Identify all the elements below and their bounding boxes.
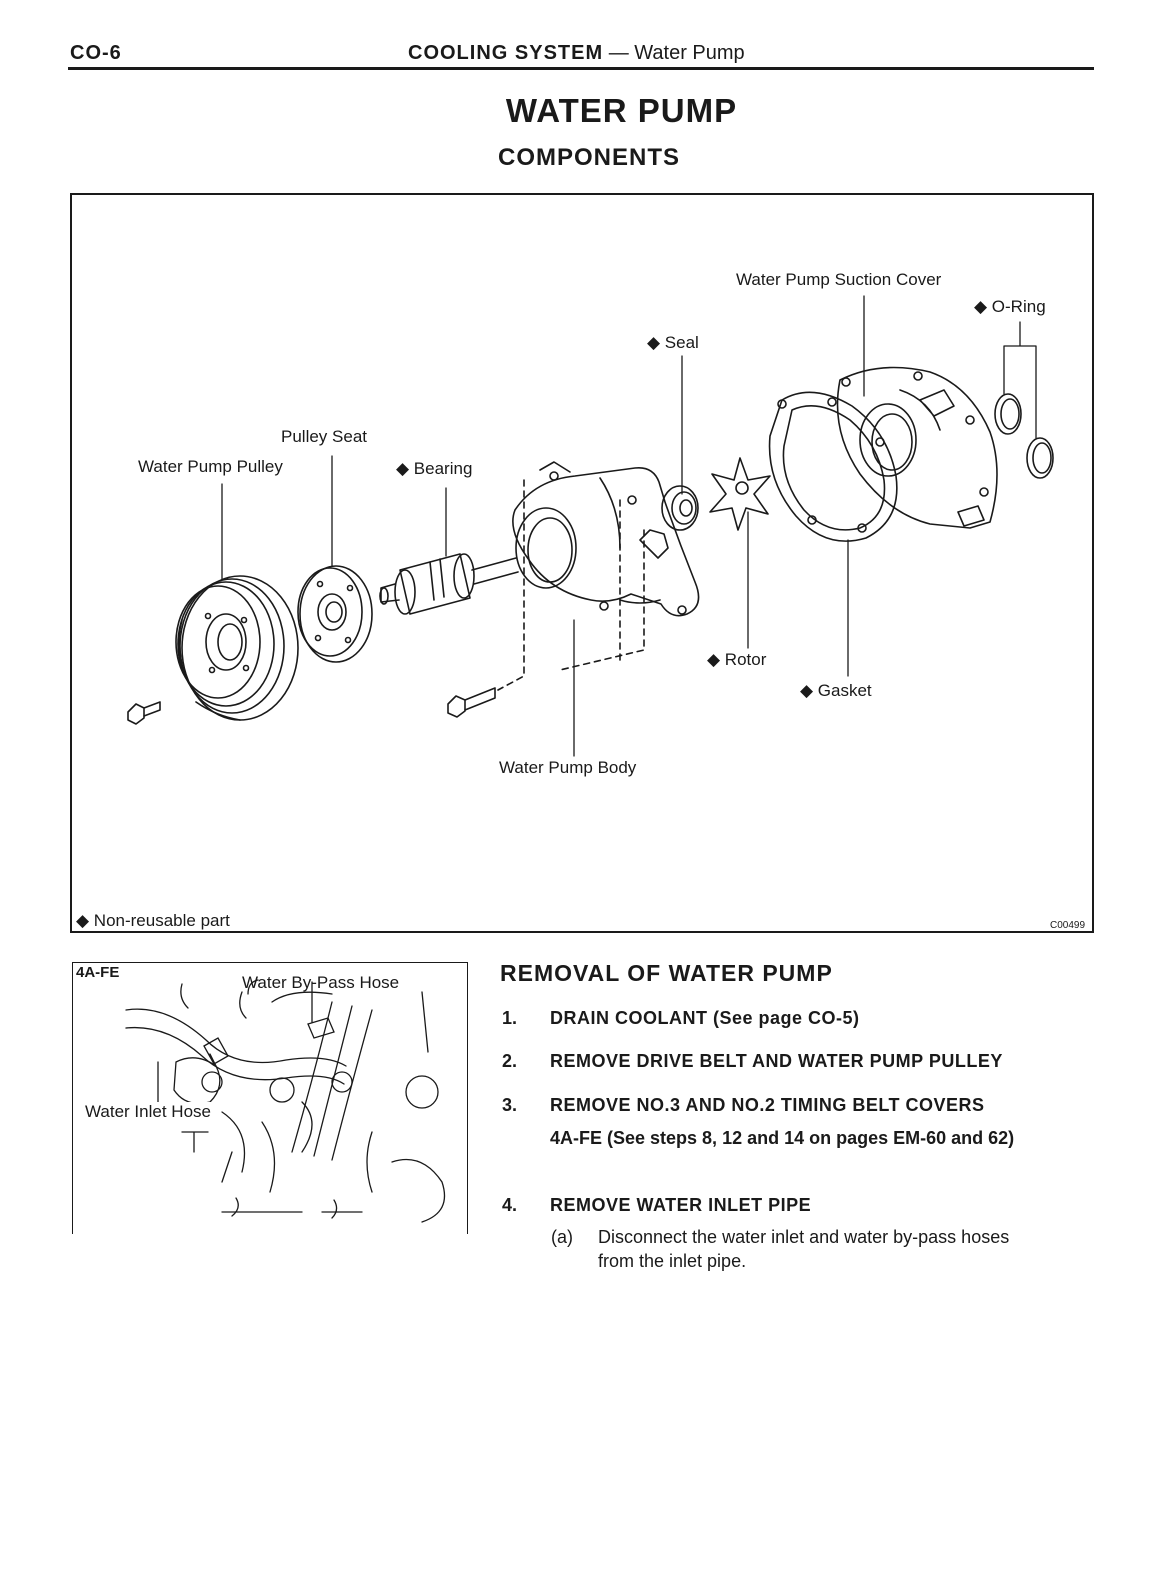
step-4-text: REMOVE WATER INLET PIPE	[550, 1195, 812, 1215]
seal-drawing	[661, 485, 699, 531]
label-water-pump-body: Water Pump Body	[499, 758, 637, 777]
label-pulley-seat: Pulley Seat	[281, 427, 367, 446]
step-4a-line1: Disconnect the water inlet and water by-…	[598, 1227, 1010, 1247]
label-gasket: ◆ Gasket	[800, 681, 872, 700]
legend-non-reusable: ◆ Non-reusable part	[76, 911, 230, 930]
step-2-number: 2.	[502, 1051, 518, 1071]
o-rings-drawing	[994, 393, 1054, 479]
step-1-number: 1.	[502, 1008, 518, 1028]
label-suction-cover: Water Pump Suction Cover	[736, 270, 942, 289]
label-water-inlet-hose: Water Inlet Hose	[85, 1102, 211, 1122]
running-header: COOLING SYSTEM — Water Pump	[408, 42, 745, 65]
bearing-drawing	[379, 553, 519, 615]
figure-id: C00499	[1050, 920, 1086, 931]
page-title: WATER PUMP	[505, 92, 738, 129]
header-rule	[68, 67, 1094, 70]
pulley-bolt	[127, 701, 161, 725]
step-4a-line2: from the inlet pipe.	[598, 1251, 747, 1271]
step-3-text: REMOVE NO.3 AND NO.2 TIMING BELT COVERS	[550, 1095, 985, 1115]
inset-figure-frame	[72, 962, 468, 1234]
step-2-text: REMOVE DRIVE BELT AND WATER PUMP PULLEY	[550, 1051, 1003, 1071]
step-4-number: 4.	[502, 1195, 518, 1215]
header-section: COOLING SYSTEM	[408, 42, 604, 64]
label-seal: ◆ Seal	[647, 333, 699, 352]
page-number: CO-6	[70, 42, 122, 64]
removal-section-title: REMOVAL OF WATER PUMP	[500, 960, 833, 986]
label-o-ring: ◆ O-Ring	[974, 297, 1046, 316]
inset-engine-drawing	[125, 979, 446, 1223]
header-separator: —	[608, 42, 629, 64]
label-water-pump-pulley: Water Pump Pulley	[138, 457, 283, 476]
step-3-note: 4A-FE (See steps 8, 12 and 14 on pages E…	[550, 1128, 1015, 1148]
label-rotor: ◆ Rotor	[707, 650, 767, 669]
page-subtitle: COMPONENTS	[498, 144, 681, 171]
step-3-number: 3.	[502, 1095, 518, 1115]
water-pump-body-drawing	[512, 461, 700, 617]
bolt-guide-lines	[497, 479, 645, 691]
water-pump-pulley-drawing	[175, 575, 299, 721]
leader-lines	[221, 295, 1037, 757]
label-bearing: ◆ Bearing	[396, 459, 473, 478]
header-subsection: Water Pump	[634, 42, 745, 64]
step-4a-label: (a)	[551, 1227, 573, 1247]
gasket-drawing	[768, 391, 898, 542]
inset-engine-tag: 4A-FE	[76, 964, 120, 981]
components-figure-frame	[70, 193, 1094, 933]
rotor-drawing	[709, 457, 771, 531]
pulley-seat-drawing	[297, 565, 373, 663]
body-bolt	[447, 687, 496, 718]
suction-cover-drawing	[836, 366, 998, 529]
label-water-bypass-hose: Water By-Pass Hose	[242, 973, 400, 992]
step-1-text: DRAIN COOLANT (See page CO-5)	[550, 1008, 860, 1028]
